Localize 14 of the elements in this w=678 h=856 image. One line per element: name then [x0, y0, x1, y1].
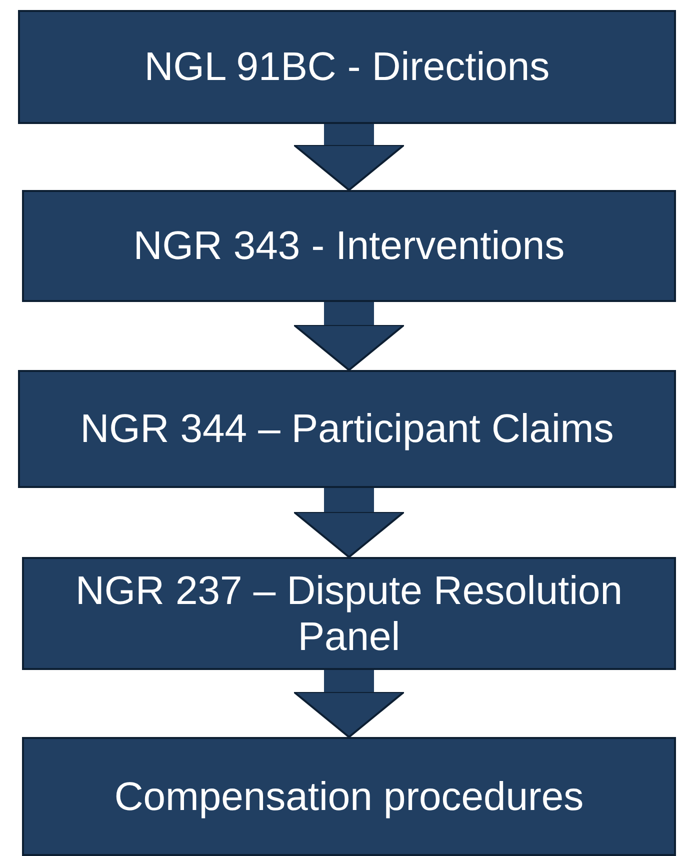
process-box [18, 370, 676, 488]
arrow [293, 670, 405, 738]
process-box [18, 10, 676, 124]
process-box [22, 190, 676, 302]
box-text: NGR 237 – Dispute Resolution Panel [74, 568, 624, 660]
box-text: NGR 344 – Participant Claims [80, 406, 614, 452]
arrow [293, 124, 405, 191]
box-text: NGR 343 - Interventions [133, 223, 565, 269]
process-box [22, 737, 676, 856]
arrow [293, 488, 405, 558]
box-text: NGL 91BC - Directions [144, 44, 550, 90]
arrow [293, 302, 405, 371]
process-box [22, 557, 676, 670]
box-text: Compensation procedures [114, 774, 584, 820]
